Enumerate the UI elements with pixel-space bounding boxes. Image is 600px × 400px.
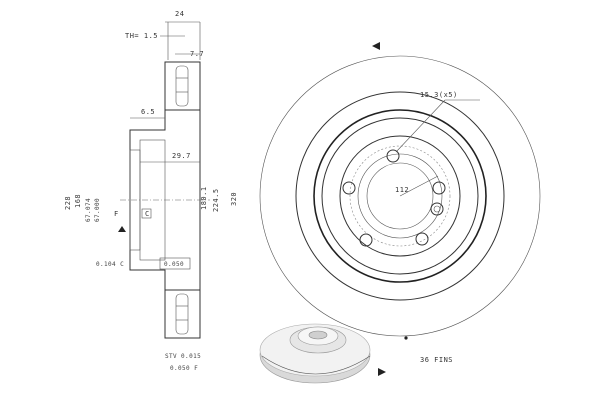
dim-hat-depth: 29.7 bbox=[172, 152, 191, 160]
bolt-hole-spec: 15.3(x5) bbox=[420, 91, 458, 99]
bolt-hole bbox=[342, 181, 356, 195]
datum-f: F bbox=[114, 210, 119, 218]
bolt-hole bbox=[415, 232, 429, 246]
dim-d168: 168 bbox=[74, 194, 82, 208]
pcd-label: 112 bbox=[395, 186, 409, 194]
dim-d228: 228 bbox=[64, 196, 72, 210]
dim-d180: 180.1 bbox=[200, 186, 208, 210]
bolt-hole bbox=[432, 181, 446, 195]
tol-bottom-2: 0.050 F bbox=[170, 365, 198, 372]
front-view: 112 15.3(x5) 36 FINS bbox=[259, 42, 541, 376]
locating-pin bbox=[430, 202, 444, 216]
dim-bore-min: 67.000 bbox=[94, 198, 101, 222]
dim-d224: 224.5 bbox=[212, 188, 220, 212]
datum-c: C bbox=[145, 210, 150, 218]
section-view: 24 TH= 1.5 7.7 6.5 29.7 228 168 67.0 bbox=[64, 10, 238, 372]
tol-flatness: 0.050 bbox=[164, 261, 184, 268]
tol-runout: 0.104 C bbox=[96, 261, 124, 268]
fins-label: 36 FINS bbox=[420, 356, 453, 364]
disc-isometric-image bbox=[259, 323, 371, 384]
dim-d320: 320 bbox=[230, 192, 238, 206]
dim-bore-max: 67.074 bbox=[85, 198, 92, 222]
tol-bottom-1: STV 0.015 bbox=[165, 353, 201, 360]
bolt-hole bbox=[386, 149, 400, 163]
bolt-hole bbox=[359, 233, 373, 247]
rotation-arrow-icon bbox=[372, 42, 380, 50]
rotation-arrow-icon bbox=[378, 368, 386, 376]
dim-width-total: 24 bbox=[175, 10, 184, 18]
dim-hat-step: 6.5 bbox=[141, 108, 155, 116]
dim-th-min: TH= 1.5 bbox=[125, 32, 158, 40]
